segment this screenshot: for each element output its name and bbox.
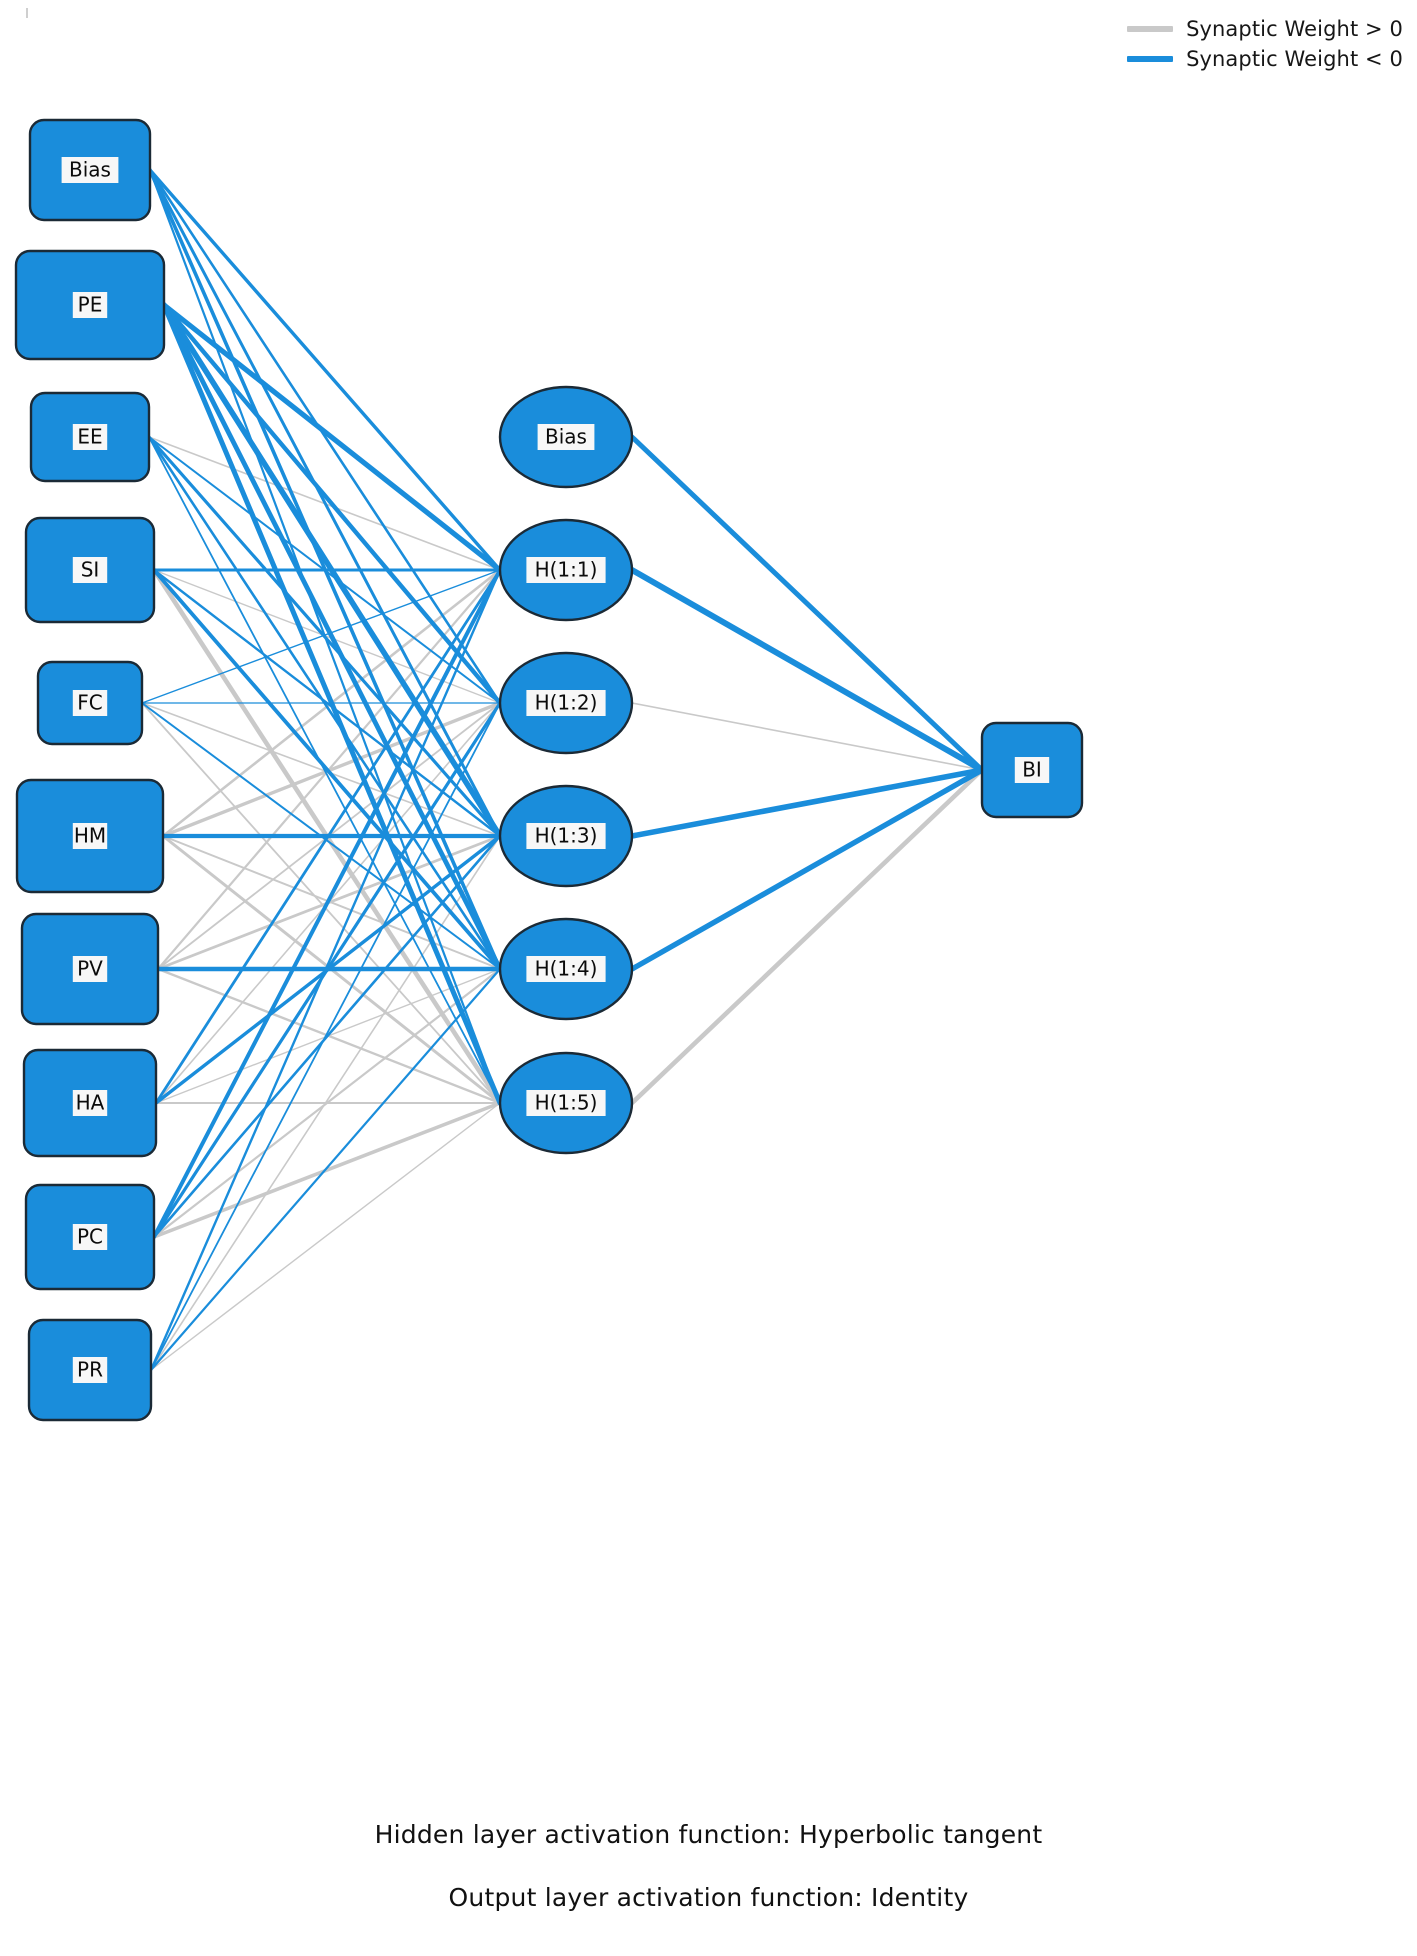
synapse-edge (161, 302, 503, 706)
synapse-edge (161, 302, 503, 573)
node-label: PV (77, 957, 103, 981)
node-label: HM (74, 824, 106, 848)
synapse-edge (148, 168, 502, 572)
positive-weight-swatch (1127, 26, 1174, 32)
network-node-in-pv[interactable]: PV (20, 912, 160, 1026)
synapse-edge (141, 569, 501, 704)
node-label: PR (77, 1358, 103, 1382)
network-node-h-1[interactable]: H(1:1) (498, 518, 634, 622)
node-label: FC (77, 691, 102, 715)
node-label-background (1014, 757, 1050, 783)
node-label: PE (78, 293, 103, 317)
synapse-edge (161, 302, 503, 1106)
network-node-h-bias[interactable]: Bias (498, 385, 634, 489)
node-label: H(1:2) (535, 691, 598, 715)
node-label: H(1:1) (535, 558, 598, 582)
network-node-in-pe[interactable]: PE (14, 249, 166, 361)
synapse-edge (149, 967, 502, 1372)
node-label: H(1:5) (535, 1091, 598, 1115)
legend-item-positive: Synaptic Weight > 0 (1127, 14, 1403, 44)
node-label-background (72, 1224, 108, 1250)
synapse-edge (147, 435, 502, 838)
synapse-edge (152, 1101, 502, 1239)
node-label-background (72, 424, 108, 450)
legend-item-negative: Synaptic Weight < 0 (1127, 44, 1403, 74)
network-nodes: BiasPEEESIFCHMPVHAPCPRBiasH(1:1)H(1:2)H(… (14, 118, 1084, 1422)
node-label: BI (1022, 758, 1042, 782)
synapse-edge (148, 168, 502, 705)
node-label-background (526, 823, 606, 849)
node-label-background (526, 557, 606, 583)
synapse-edge (150, 1102, 501, 1371)
synapse-edge (629, 434, 985, 773)
node-label-background (72, 557, 108, 583)
legend-label-negative: Synaptic Weight < 0 (1186, 47, 1403, 71)
synapse-edge (152, 967, 502, 1239)
node-label-background (72, 956, 108, 982)
node-label-background (526, 690, 606, 716)
node-label-background (72, 1357, 108, 1383)
synapse-edge (629, 767, 985, 972)
legend-label-positive: Synaptic Weight > 0 (1186, 17, 1403, 41)
synapse-edge (629, 567, 985, 773)
node-label-background (526, 956, 606, 982)
synapse-edge (152, 568, 502, 1239)
node-label: HA (76, 1091, 105, 1115)
node-label: Bias (545, 425, 587, 449)
synapse-edge (161, 701, 502, 838)
synapse-edge (148, 168, 502, 838)
network-node-h-5[interactable]: H(1:5) (498, 1051, 634, 1155)
node-label-background (72, 690, 108, 716)
node-label: PC (77, 1225, 103, 1249)
network-node-in-pc[interactable]: PC (24, 1183, 156, 1291)
negative-weight-edges (141, 168, 985, 1372)
node-label: SI (81, 558, 100, 582)
network-node-in-fc[interactable]: FC (36, 660, 144, 746)
synapse-edge (154, 568, 502, 1105)
network-node-in-bias[interactable]: Bias (28, 118, 152, 222)
output-layer-activation-caption: Output layer activation function: Identi… (448, 1883, 969, 1912)
corner-tick-mark (26, 8, 28, 18)
network-node-h-4[interactable]: H(1:4) (498, 917, 634, 1021)
node-label: EE (77, 425, 102, 449)
node-label-background (61, 157, 119, 183)
legend: Synaptic Weight > 0 Synaptic Weight < 0 (1127, 14, 1403, 74)
synapse-edge (150, 702, 501, 1371)
synapse-edge (149, 568, 502, 1372)
synapse-edge (152, 701, 502, 1239)
hidden-layer-activation-caption: Hidden layer activation function: Hyperb… (374, 1820, 1043, 1849)
network-node-in-ee[interactable]: EE (29, 391, 151, 483)
network-node-h-3[interactable]: H(1:3) (498, 784, 634, 888)
node-label: Bias (69, 158, 111, 182)
synapse-edge (148, 436, 501, 1104)
synapse-edge (629, 767, 985, 839)
network-node-in-ha[interactable]: HA (22, 1048, 158, 1158)
node-label: H(1:4) (535, 957, 598, 981)
node-label-background (72, 292, 108, 318)
network-node-out-bi[interactable]: BI (980, 721, 1084, 819)
node-label-background (526, 1090, 606, 1116)
node-label-background (72, 823, 108, 849)
network-node-in-si[interactable]: SI (24, 516, 156, 624)
negative-weight-swatch (1127, 56, 1174, 62)
node-label-background (72, 1090, 108, 1116)
synapse-edge (161, 302, 503, 972)
synapse-edge (631, 702, 983, 771)
network-node-in-pr[interactable]: PR (27, 1318, 153, 1422)
network-node-in-hm[interactable]: HM (15, 778, 165, 894)
synapse-edge (141, 702, 501, 837)
network-node-h-2[interactable]: H(1:2) (498, 651, 634, 755)
node-label-background (537, 424, 595, 450)
synapse-edge (629, 767, 985, 1106)
node-label: H(1:3) (535, 824, 598, 848)
synapse-edge (152, 834, 502, 1239)
